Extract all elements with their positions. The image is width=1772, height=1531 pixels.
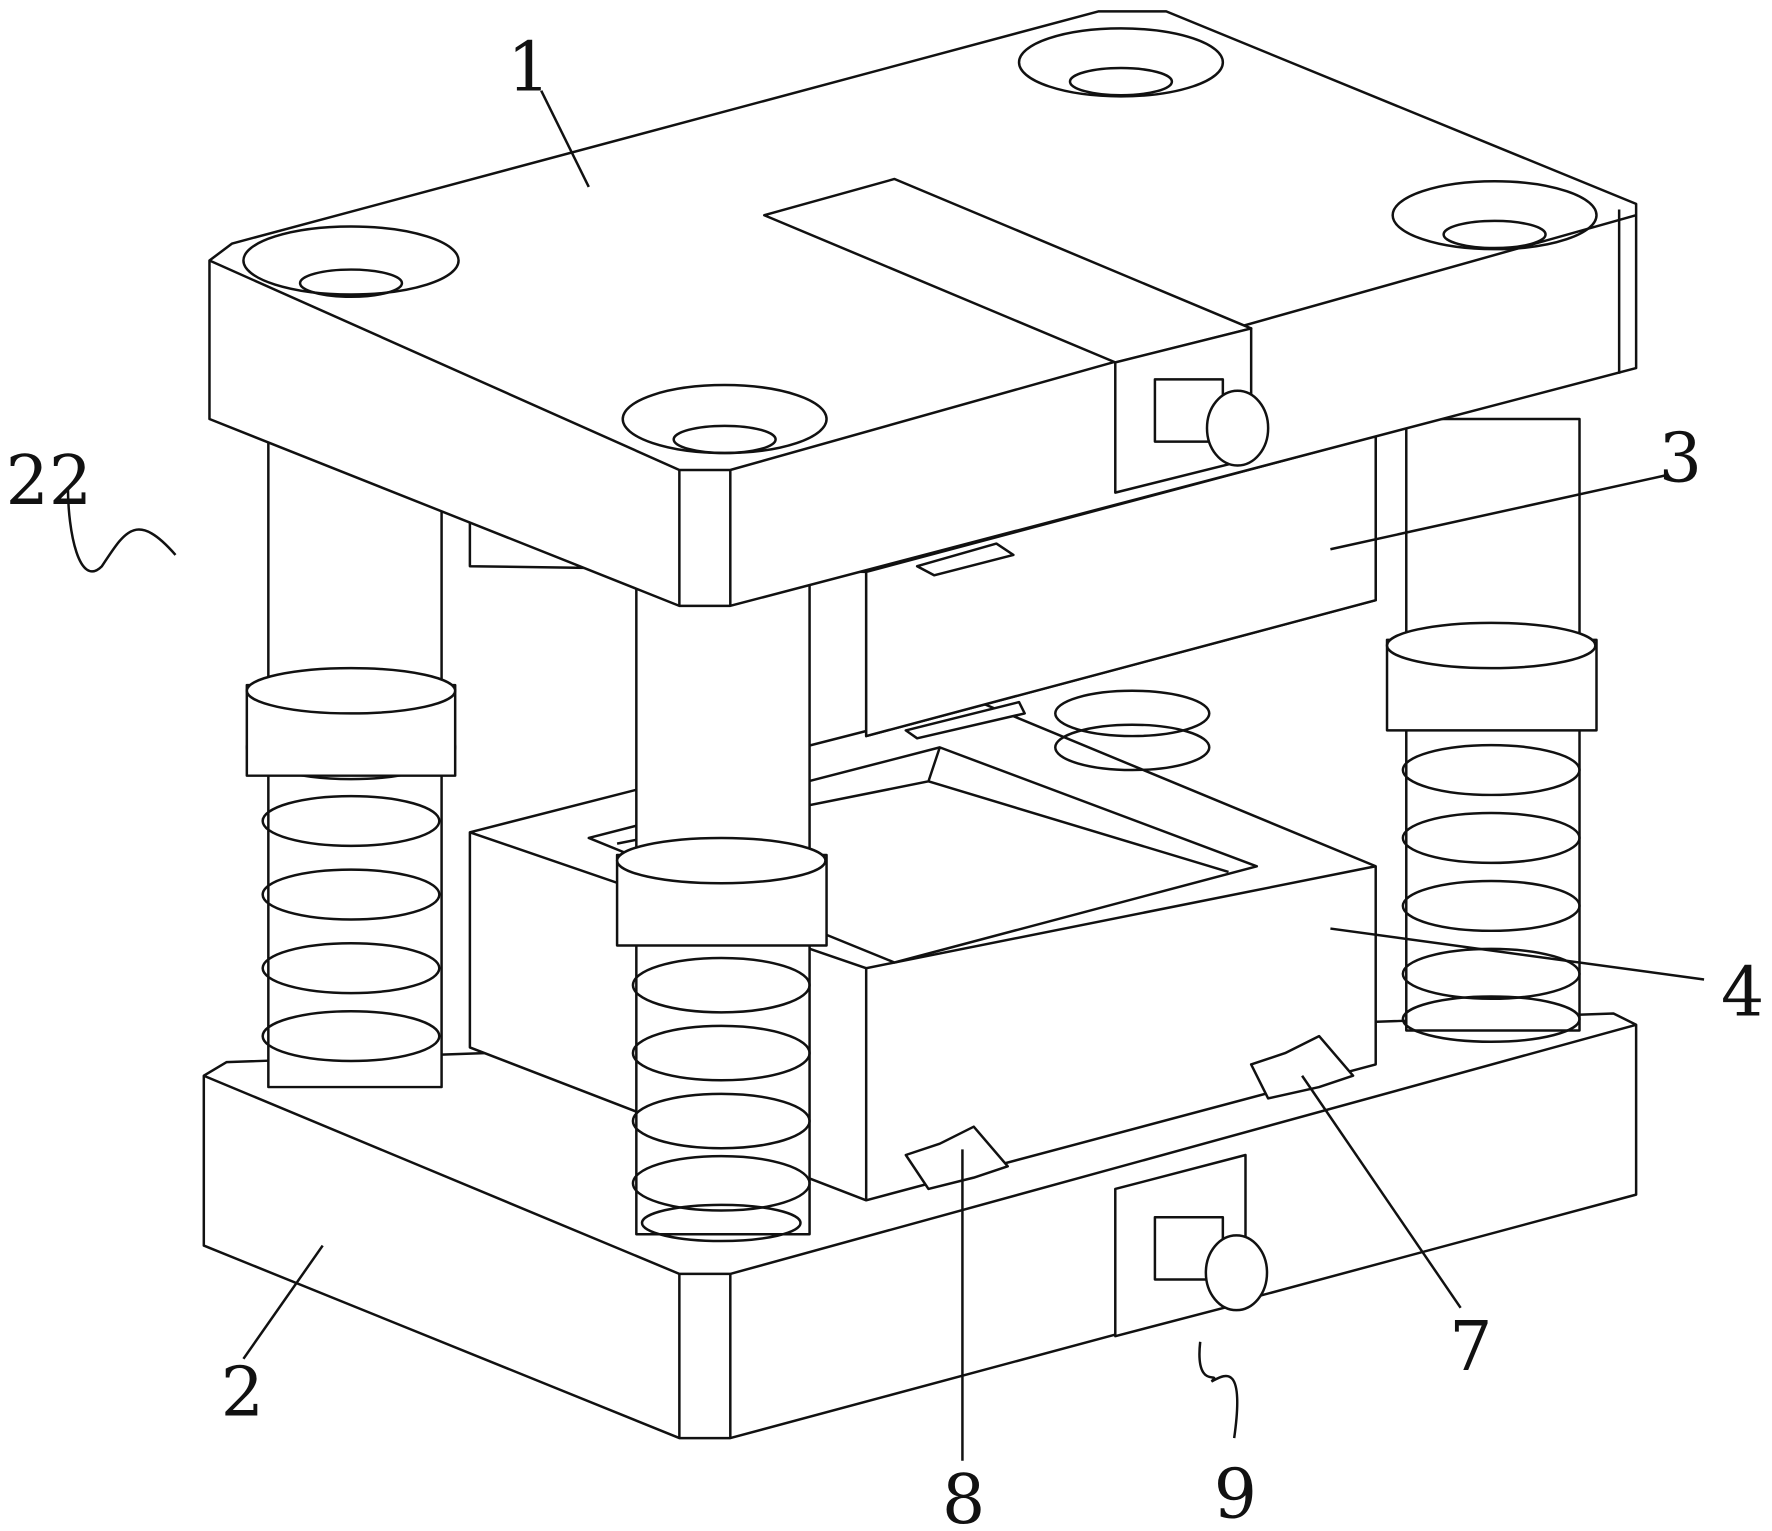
label-7: 7 bbox=[1449, 1308, 1492, 1387]
label-22: 22 bbox=[6, 442, 92, 521]
label-9: 9 bbox=[1214, 1455, 1257, 1531]
left-back-pillar bbox=[247, 430, 455, 1087]
label-4: 4 bbox=[1721, 954, 1764, 1033]
label-1: 1 bbox=[507, 29, 550, 108]
label-3: 3 bbox=[1659, 419, 1702, 498]
label-8: 8 bbox=[942, 1461, 985, 1531]
label-2: 2 bbox=[221, 1353, 264, 1432]
front-pillar bbox=[617, 583, 826, 1241]
